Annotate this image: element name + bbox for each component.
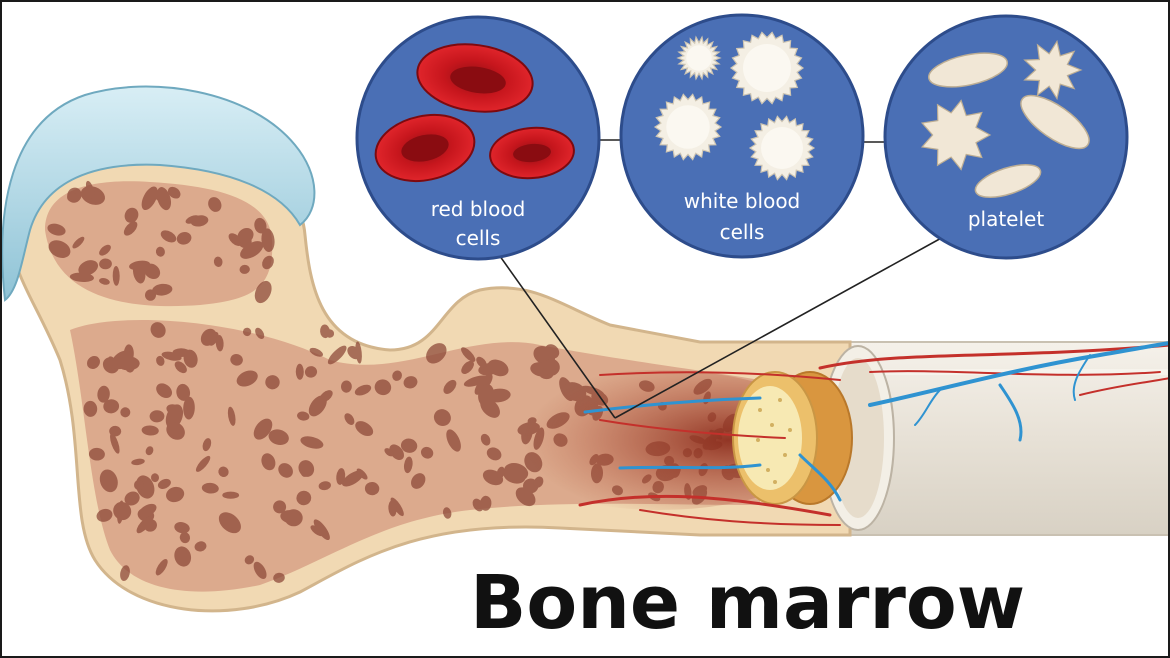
red-blood-cells-circle: red blood cells [355, 15, 601, 261]
white-blood-cells-label-line2: cells [720, 220, 765, 244]
platelet-label: platelet [968, 207, 1045, 231]
bone-body [7, 136, 852, 613]
blood-vessels [578, 341, 1170, 526]
platelet-circle: platelet [883, 14, 1129, 260]
cartilage-cap [1, 85, 316, 302]
diagram-title: Bone marrow [470, 560, 1026, 646]
red-blood-cells-label-line1: red blood [431, 197, 526, 221]
white-blood-cells-label-line1: white blood [684, 189, 801, 213]
red-blood-cell-icon [374, 43, 575, 182]
red-blood-cells-label-line2: cells [456, 226, 501, 250]
platelet-icon [920, 39, 1090, 198]
connector-lines [496, 139, 946, 419]
white-blood-cells-circle: white blood cells [619, 13, 865, 259]
white-blood-cell-icon [653, 31, 816, 181]
